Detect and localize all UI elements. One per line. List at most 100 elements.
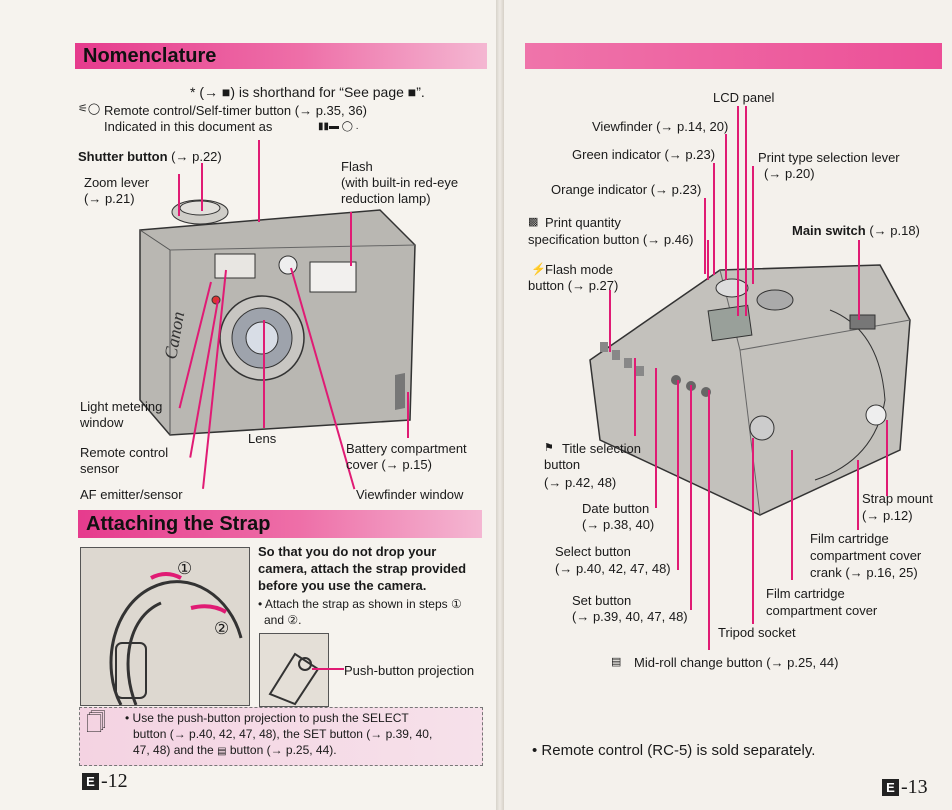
main-switch-leader [858,240,860,320]
shutter-label: Shutter button (→ p.22) [78,149,222,164]
lcd-panel-label: LCD panel [713,90,775,105]
camera-back-illustration [589,264,911,516]
right-band [525,43,942,69]
flash-mode-icon: ⚡ [531,262,546,276]
camera-front-illustration: Canon [139,199,416,436]
remote-sensor-label-1: Remote control [80,445,169,460]
title-selection-label-3: (→ p.42, 48) [544,475,617,490]
af-emitter-label: AF emitter/sensor [80,487,183,502]
midroll-change-label: Mid-roll change button (→ p.25, 44) [634,655,839,670]
date-button-label-2: (→ p.38, 40) [582,517,655,532]
flash-label-3: reduction lamp) [341,191,431,206]
film-crank-label-3: crank (→ p.16, 25) [810,565,918,580]
shutter-leader [201,163,203,211]
attaching-strap-heading: Attaching the Strap [78,510,482,538]
orange-indicator-leader [704,198,706,274]
strap-mount-label-2: (→ p.12) [862,508,913,523]
light-metering-label-1: Light metering [80,399,163,414]
film-crank-label-1: Film cartridge [810,531,889,546]
title-selection-leader [634,358,636,436]
film-crank-label-2: compartment cover [810,548,922,563]
strap-step-2: and ②. [264,613,302,627]
midroll-icon: ▤ [217,746,227,757]
flash-label-2: (with built-in red-eye [341,175,459,190]
date-button-label-1: Date button [582,501,650,516]
set-button-label-1: Set button [572,593,632,608]
flash-leader [350,212,352,266]
film-crank-leader [857,460,859,530]
film-cover-leader [791,450,793,580]
right-page-number: E-13 [882,776,928,799]
remote-sensor-label-2: sensor [80,461,120,476]
remote-self-timer-icon: ⚟◯ [78,103,101,115]
title-selection-label-2: button [544,457,581,472]
remote-line-1: Remote control/Self-timer button (→ p.35… [104,103,368,118]
flash-mode-label-2: button (→ p.27) [528,278,619,293]
strap-mount-leader [886,420,888,496]
title-selection-icon: ⚑ [544,442,554,454]
strap-mount-label-1: Strap mount [862,491,933,506]
lcd-panel-leader-2 [745,106,747,316]
main-switch-label: Main switch (→ p.18) [792,223,920,238]
viewfinder-label: Viewfinder (→ p.14, 20) [592,119,729,134]
midroll-leader [708,390,710,650]
push-button-label: Push-button projection [344,663,475,678]
flash-label-1: Flash [341,159,373,174]
battery-label-1: Battery compartment [346,441,467,456]
memo-icon: 🗍 [86,712,106,734]
nomenclature-heading: Nomenclature [75,43,487,69]
book-gutter [496,0,504,810]
lcd-panel-leader [737,106,739,316]
step-2-marker: ② [214,619,230,638]
tripod-socket-label: Tripod socket [718,625,796,640]
zoom-label-2: (→ p.21) [84,191,135,206]
zoom-label-1: Zoom lever [84,175,150,190]
print-quantity-leader [707,240,709,280]
tip-line-3: 47, 48) and the ▤ button (→ p.25, 44). [133,743,337,757]
select-button-label-2: (→ p.40, 42, 47, 48) [555,561,671,576]
shutter-top-leader [258,140,260,222]
print-quantity-label-1: Print quantity [545,215,621,230]
date-button-leader [655,368,657,508]
print-type-leader [752,166,754,284]
tripod-leader [752,438,754,624]
lens-label: Lens [248,431,277,446]
step-1-marker: ① [177,559,193,578]
green-indicator-leader [713,163,715,275]
strap-bold-3: before you use the camera. [258,578,427,593]
film-cover-label-1: Film cartridge [766,586,845,601]
viewfinder-leader [725,134,727,280]
strap-bold-2: camera, attach the strap provided [258,561,467,576]
print-type-label-2: (→ p.20) [764,166,815,181]
title-selection-label-1: Title selection [562,441,641,456]
zoom-leader [178,174,180,216]
remote-control-note: • Remote control (RC-5) is sold separate… [532,742,816,759]
left-page-number: E-12 [82,770,128,793]
print-quantity-label-2: specification button (→ p.46) [528,232,694,247]
battery-label-2: cover (→ p.15) [346,457,432,472]
flash-mode-label-1: Flash mode [545,262,613,277]
light-metering-label-2: window [80,415,124,430]
print-quantity-icon: ▩ [528,216,539,228]
strap-illustration [80,547,250,706]
lens-leader [263,320,265,428]
push-button-leader [312,668,344,670]
green-indicator-label: Green indicator (→ p.23) [572,147,716,162]
orange-indicator-label: Orange indicator (→ p.23) [551,182,702,197]
tip-line-2: button (→ p.40, 42, 47, 48), the SET but… [133,727,433,741]
remote-indicator-icon: ▮▮▬ ◯ . [318,121,359,132]
select-button-leader [677,380,679,570]
select-button-label-1: Select button [555,544,631,559]
battery-leader [407,392,409,438]
strap-bold-1: So that you do not drop your [258,544,437,559]
print-type-label-1: Print type selection lever [758,150,900,165]
midroll-change-icon: ▤ [611,656,622,668]
tip-line-1: • Use the push-button projection to push… [125,711,409,725]
set-button-label-2: (→ p.39, 40, 47, 48) [572,609,688,624]
viewfinder-window-label: Viewfinder window [356,487,464,502]
tip-box [79,707,483,766]
strap-step-1: • Attach the strap as shown in steps ① [258,597,462,611]
set-button-leader [690,385,692,610]
remote-line-2: Indicated in this document as [104,119,273,134]
flash-mode-leader [609,290,611,352]
